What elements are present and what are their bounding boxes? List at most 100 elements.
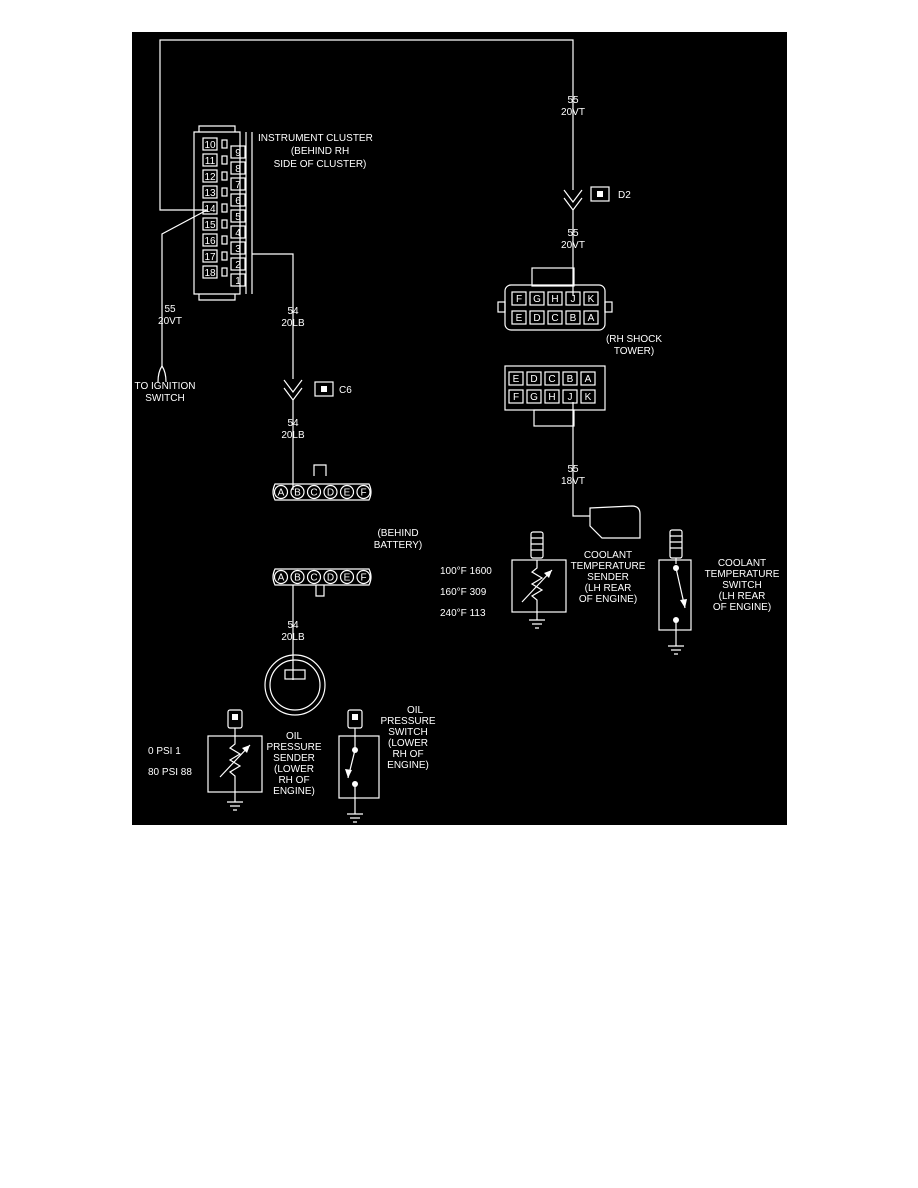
pin-C bbox=[544, 371, 560, 386]
pin-C bbox=[306, 569, 322, 585]
pin-label: A bbox=[588, 313, 595, 324]
cluster-pin-7 bbox=[230, 177, 246, 191]
pin-C bbox=[547, 310, 563, 325]
wire-d2-circuit: 55 bbox=[567, 228, 579, 239]
pin-G bbox=[529, 291, 545, 306]
pin-label: A bbox=[585, 374, 592, 385]
oil-switch-label-5: RH OF bbox=[392, 749, 423, 760]
pin-B bbox=[290, 569, 305, 585]
d2-connector-chevron-icon bbox=[563, 189, 583, 211]
coolant-sender-label-4: (LH REAR bbox=[585, 583, 632, 594]
cluster-pin-label: 15 bbox=[204, 220, 216, 231]
cluster-pin-10 bbox=[202, 137, 218, 151]
oil-switch-label-3: SWITCH bbox=[388, 727, 427, 738]
wire-54-cluster bbox=[252, 253, 294, 379]
pin-label: C bbox=[551, 313, 558, 324]
pin-C bbox=[306, 484, 322, 500]
cluster-pin-label: 10 bbox=[204, 140, 216, 151]
wire-54b-gauge: 20LB bbox=[281, 430, 305, 441]
wire-d2-gauge: 20VT bbox=[561, 240, 585, 251]
pin-K bbox=[580, 389, 596, 404]
ground-icon bbox=[529, 619, 545, 629]
oil-switch-label-6: ENGINE) bbox=[387, 760, 429, 771]
cluster-title-1: INSTRUMENT CLUSTER bbox=[258, 133, 373, 144]
coolant-sender-table-1: 100°F 1600 bbox=[440, 566, 492, 577]
pin-E bbox=[339, 484, 355, 500]
coolant-sender-table-3: 240°F 113 bbox=[440, 608, 486, 619]
oil-switch-label-4: (LOWER bbox=[388, 738, 428, 749]
pin-label: F bbox=[516, 294, 522, 305]
cluster-pin-5 bbox=[230, 209, 246, 223]
battery-location-2: BATTERY) bbox=[374, 540, 423, 551]
oil-sender-label-2: PRESSURE bbox=[266, 742, 321, 753]
pin-label: E bbox=[516, 313, 523, 324]
cluster-pin-18 bbox=[202, 265, 218, 279]
pin-label: G bbox=[533, 294, 541, 305]
cluster-pin-label: 1 bbox=[235, 276, 241, 287]
coolant-switch-label-5: OF ENGINE) bbox=[713, 602, 771, 613]
wire-55-ignition bbox=[161, 209, 208, 366]
cluster-pin-16 bbox=[202, 233, 218, 247]
cluster-pin-label: 2 bbox=[235, 260, 241, 271]
cluster-pin-label: 17 bbox=[204, 252, 216, 263]
pin-label: F bbox=[513, 392, 519, 403]
pin-label: B bbox=[567, 374, 574, 385]
d2-connector-icon bbox=[590, 186, 610, 202]
battery-location-1: (BEHIND bbox=[377, 528, 418, 539]
coolant-switch-label-3: SWITCH bbox=[722, 580, 761, 591]
shock-location-2: TOWER) bbox=[614, 346, 654, 357]
pin-F bbox=[508, 389, 524, 404]
cluster-pin-label: 13 bbox=[204, 188, 216, 199]
oil-sender-label-4: (LOWER bbox=[274, 764, 314, 775]
pin-label: J bbox=[568, 392, 573, 403]
pin-label: A bbox=[278, 573, 285, 584]
coolant-temperature-sender bbox=[511, 531, 567, 629]
coolant-sender-label-2: TEMPERATURE bbox=[571, 561, 646, 572]
cluster-pin-13 bbox=[202, 185, 218, 199]
cluster-pin-15 bbox=[202, 217, 218, 231]
pin-G bbox=[526, 389, 542, 404]
coolant-switch-label-4: (LH REAR bbox=[719, 591, 766, 602]
ground-icon bbox=[347, 813, 363, 823]
cluster-pin-label: 6 bbox=[235, 196, 241, 207]
pin-label: E bbox=[513, 374, 520, 385]
pin-label: H bbox=[551, 294, 558, 305]
coolant-sender-table-2: 160°F 309 bbox=[440, 587, 487, 598]
pin-label: A bbox=[278, 488, 285, 499]
pin-label: D bbox=[327, 573, 334, 584]
pin-label: E bbox=[344, 488, 351, 499]
pin-label: F bbox=[360, 488, 366, 499]
oil-switch-label-2: PRESSURE bbox=[380, 716, 435, 727]
pin-E bbox=[511, 310, 527, 325]
oil-gauge bbox=[264, 654, 326, 716]
splice-break-icon bbox=[157, 364, 167, 383]
cluster-pin-9 bbox=[230, 145, 246, 159]
wire-top-circuit: 55 bbox=[567, 95, 579, 106]
wire-54a-gauge: 20LB bbox=[281, 318, 305, 329]
cluster-pin-label: 11 bbox=[205, 156, 216, 167]
wire-54a-circuit: 54 bbox=[287, 306, 299, 317]
cluster-pin-14 bbox=[202, 201, 218, 215]
wire-connector-end bbox=[589, 505, 641, 539]
wire-ign-circuit: 55 bbox=[164, 304, 176, 315]
cluster-pin-label: 3 bbox=[235, 244, 241, 255]
pin-label: G bbox=[530, 392, 538, 403]
cluster-pin-6 bbox=[230, 193, 246, 207]
ignition-dest-1: TO IGNITION bbox=[135, 381, 196, 392]
wire-54c-circuit: 54 bbox=[287, 620, 299, 631]
oil-sender-label-5: RH OF bbox=[278, 775, 309, 786]
pin-F bbox=[356, 569, 371, 585]
pin-D bbox=[323, 484, 338, 500]
coolant-switch-label-2: TEMPERATURE bbox=[705, 569, 780, 580]
cluster-pin-label: 5 bbox=[235, 212, 241, 223]
oil-sender-table-2: 80 PSI 88 bbox=[148, 767, 192, 778]
coolant-switch-label-1: COOLANT bbox=[718, 558, 766, 569]
pin-E bbox=[508, 371, 524, 386]
cluster-pin-label: 8 bbox=[235, 164, 241, 175]
wire-ign-gauge: 20VT bbox=[158, 316, 182, 327]
wire-55-top-loop bbox=[159, 39, 574, 211]
coolant-sender-label-5: OF ENGINE) bbox=[579, 594, 637, 605]
